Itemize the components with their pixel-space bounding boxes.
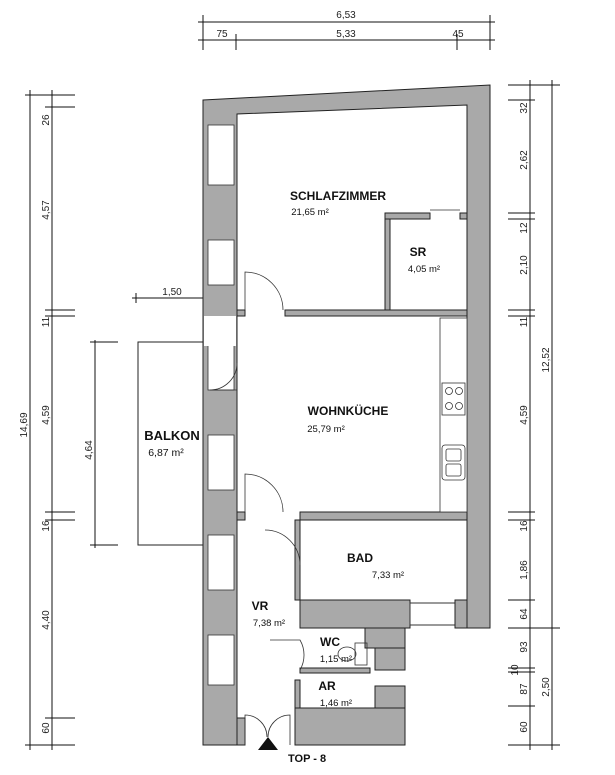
dim-right-seg: 10 — [510, 664, 521, 676]
room-area: 21,65 m² — [291, 207, 329, 218]
dim-top-right: 45 — [452, 29, 464, 40]
dim-total-width: 6,53 — [336, 10, 356, 21]
dim-right-seg: 2,10 — [519, 255, 530, 275]
dim-right-seg: 60 — [519, 721, 530, 733]
room-labels: SCHLAFZIMMER 21,65 m² SR 4,05 m² WOHNKÜC… — [144, 189, 440, 709]
dim-left-seg: 11 — [41, 316, 52, 327]
room-area: 1,46 m² — [320, 698, 352, 709]
dim-left-seg: 16 — [41, 520, 52, 532]
dim-top-middle: 5,33 — [336, 29, 356, 40]
dim-right-total: 12,52 — [541, 347, 552, 372]
unit-label: TOP - 8 — [288, 753, 326, 765]
dim-right-seg: 93 — [519, 641, 530, 653]
room-area: 6,87 m² — [148, 447, 184, 459]
room-area: 4,05 m² — [408, 264, 440, 275]
room-name: BAD — [347, 551, 373, 565]
dim-right-seg: 87 — [519, 683, 530, 695]
dim-right-seg: 11 — [519, 316, 530, 327]
dim-total-length: 14,69 — [19, 412, 30, 437]
right-dimensions: 32 2,62 12 2,10 11 4,59 16 1,86 64 93 10… — [508, 80, 560, 750]
walls — [202, 84, 491, 746]
dim-left-seg: 4,59 — [41, 405, 52, 425]
room-name: WC — [320, 635, 340, 649]
toilet-icon — [337, 642, 368, 666]
room-name: WOHNKÜCHE — [308, 403, 389, 418]
dim-left-seg: 60 — [41, 722, 52, 734]
room-area: 25,79 m² — [307, 424, 345, 435]
dim-right-seg: 32 — [519, 102, 530, 114]
balcony-dimensions: 4,64 1,50 — [84, 287, 210, 548]
room-name: VR — [252, 599, 269, 613]
dim-right-seg: 12 — [519, 222, 530, 234]
doors — [209, 209, 460, 745]
sink-icon — [441, 444, 466, 481]
dim-right-seg: 1,86 — [519, 560, 530, 580]
room-name: SR — [410, 245, 427, 259]
room-area: 7,38 m² — [253, 618, 285, 629]
stove-icon — [441, 382, 466, 416]
dim-left-seg: 4,40 — [41, 610, 52, 630]
dim-balcony-length: 4,64 — [84, 440, 95, 460]
dim-balcony-width: 1,50 — [162, 287, 182, 298]
dim-left-seg: 4,57 — [41, 200, 52, 220]
room-name: BALKON — [144, 428, 200, 443]
room-area: 7,33 m² — [372, 570, 404, 581]
dim-right-seg: 64 — [519, 608, 530, 620]
top-dimensions: 6,53 75 5,33 45 — [198, 10, 495, 50]
dim-right-seg: 16 — [519, 520, 530, 532]
kitchen-counter — [439, 317, 468, 513]
room-area: 1,15 m² — [320, 654, 352, 665]
room-name: SCHLAFZIMMER — [290, 189, 386, 203]
room-name: AR — [318, 679, 336, 693]
entrance-arrow-icon — [258, 737, 278, 750]
left-dimensions: 14,69 26 4,57 11 4,59 16 4,40 60 — [19, 90, 75, 750]
dim-left-seg: 26 — [41, 114, 52, 126]
dim-right-seg: 2,62 — [519, 150, 530, 170]
dim-right-seg: 4,59 — [519, 405, 530, 425]
balcony-outline — [137, 341, 211, 546]
dim-right-total-bottom: 2,50 — [541, 677, 552, 697]
dim-top-left: 75 — [216, 29, 228, 40]
